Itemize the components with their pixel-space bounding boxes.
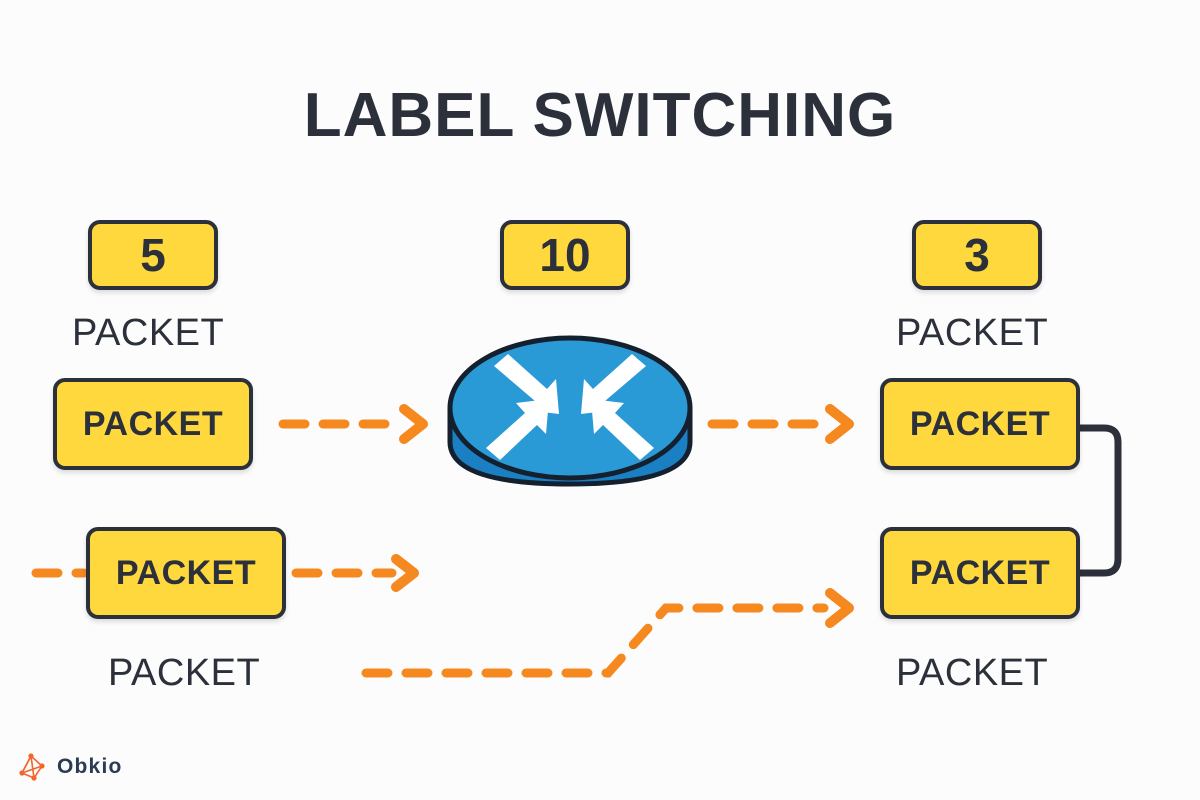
egress-label[interactable]: 3 bbox=[912, 220, 1042, 290]
router-arrows bbox=[486, 354, 654, 460]
flow-bypass-bottom bbox=[361, 588, 854, 678]
caption-bottom-left: PACKET bbox=[108, 652, 261, 694]
caption-bottom-right: PACKET bbox=[896, 652, 1049, 694]
ingress-label[interactable]: 5 bbox=[88, 220, 218, 290]
packet-box-out-top[interactable]: PACKET bbox=[880, 378, 1080, 470]
flow-ingress-bottom bbox=[291, 554, 419, 592]
flow-egress-top bbox=[707, 404, 854, 444]
packet-box-in-top[interactable]: PACKET bbox=[53, 378, 253, 470]
caption-top-right: PACKET bbox=[896, 312, 1049, 354]
packet-box-out-bottom[interactable]: PACKET bbox=[880, 527, 1080, 619]
obkio-logo: Obkio bbox=[18, 752, 123, 782]
page-title: LABEL SWITCHING bbox=[303, 81, 897, 150]
network-graph-icon bbox=[19, 753, 45, 781]
router-icon bbox=[447, 335, 693, 487]
transit-label[interactable]: 10 bbox=[500, 220, 630, 290]
packet-box-in-bottom[interactable]: PACKET bbox=[86, 527, 286, 619]
bracket-egress bbox=[1074, 424, 1122, 577]
router-node[interactable] bbox=[444, 332, 696, 504]
flow-ingress-top bbox=[278, 404, 428, 444]
caption-top-left: PACKET bbox=[72, 312, 225, 354]
obkio-wordmark: Obkio bbox=[57, 755, 123, 778]
